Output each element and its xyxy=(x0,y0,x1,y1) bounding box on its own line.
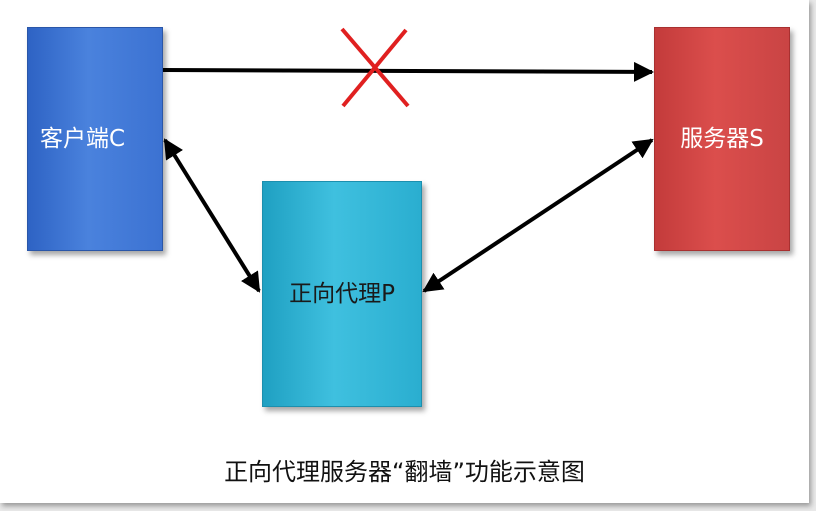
server-label: 服务器S xyxy=(680,126,764,152)
arrow-client-proxy xyxy=(163,138,261,293)
server-node: 服务器S xyxy=(654,27,790,251)
client-label: 客户端C xyxy=(40,126,126,152)
connection-arrows xyxy=(162,27,654,293)
diagram-caption: 正向代理服务器“翻墙”功能示意图 xyxy=(224,458,585,486)
arrow-client-to-server xyxy=(162,61,654,82)
arrow-proxy-server xyxy=(422,138,654,293)
diagram-frame: 客户端C 服务器S 正向代理P 正向代理服务器“翻墙”功能示意图 xyxy=(0,0,809,503)
proxy-node: 正向代理P xyxy=(262,181,422,407)
client-node: 客户端C xyxy=(27,27,163,251)
red-cross-icon xyxy=(340,27,410,108)
proxy-label: 正向代理P xyxy=(289,281,395,307)
